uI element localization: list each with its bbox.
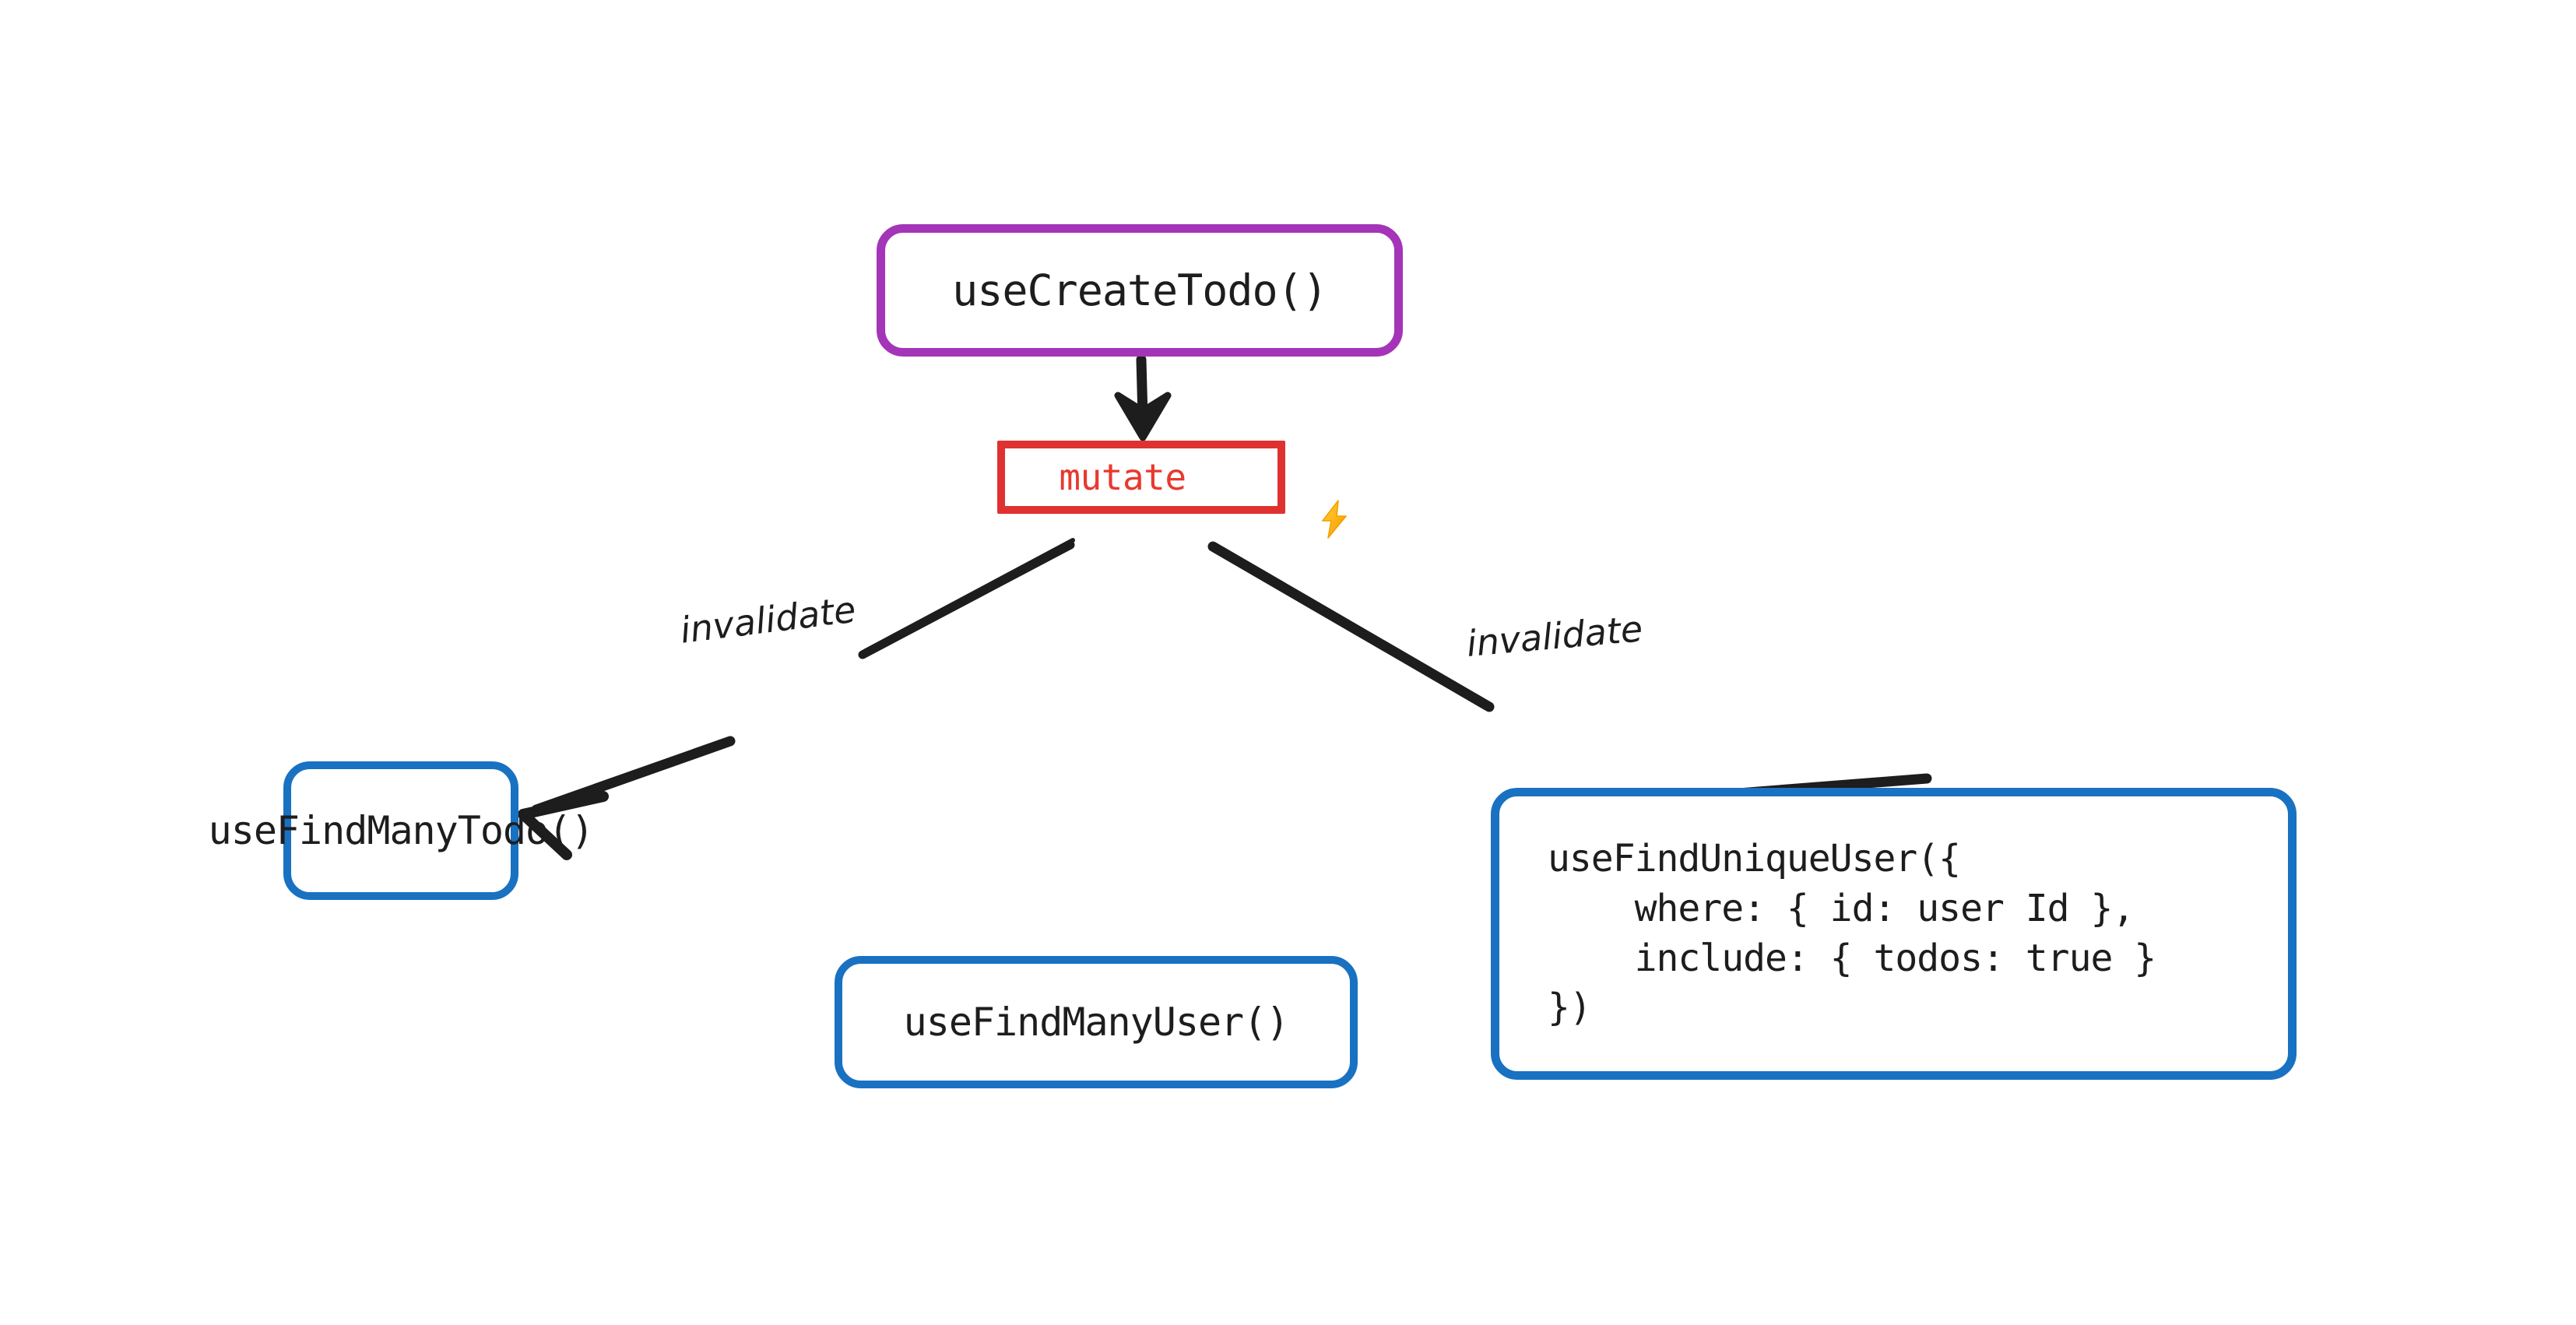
node-label: useFindManyTodo() [208,808,595,853]
node-use-find-many-user[interactable]: useFindManyUser() [835,956,1358,1088]
node-use-find-unique-user[interactable]: useFindUniqueUser({ where: { id: user Id… [1491,788,2297,1080]
lightning-bolt-icon [1191,457,1347,539]
edge-create-todo-to-mutate [1114,354,1172,441]
node-label: useFindManyUser() [903,1000,1290,1045]
node-label: useCreateTodo() [952,265,1328,315]
edge-mutate-to-find-many-todo [518,538,1075,860]
node-mutate[interactable]: mutate [997,441,1347,539]
node-use-find-many-todo[interactable]: useFindManyTodo() [209,761,594,900]
node-label: useFindUniqueUser({ where: { id: user Id… [1548,836,2156,1030]
node-use-create-todo[interactable]: useCreateTodo() [877,224,1403,357]
node-label: mutate [1059,456,1186,498]
